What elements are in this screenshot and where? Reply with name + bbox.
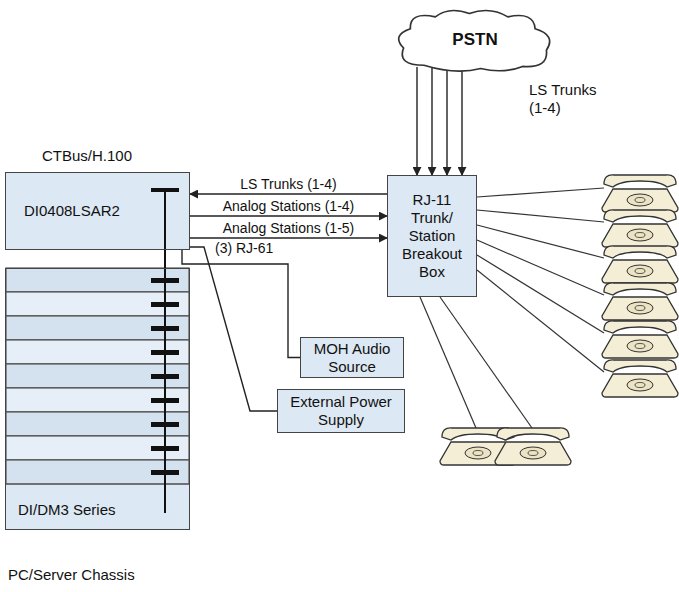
signal-arrow <box>190 194 387 195</box>
chassis-slots <box>5 268 190 484</box>
power-supply-box: External Power Supply <box>277 389 405 433</box>
chassis-fill <box>5 268 190 530</box>
ct-bus-line <box>164 190 166 513</box>
board-fill <box>5 172 190 250</box>
network-cloud: PSTN <box>390 5 560 75</box>
audio-source-box: MOH Audio Source <box>300 337 404 378</box>
chassis-box: DI/DM3 Series <box>5 268 190 530</box>
signal-arrow <box>190 216 387 217</box>
breakout-box: RJ-11 Trunk/ Station Breakout Box <box>387 175 477 297</box>
bus-connector <box>151 188 179 192</box>
cable-line <box>190 247 277 411</box>
cable-line <box>182 250 300 358</box>
cloud-label: PSTN <box>452 31 497 49</box>
box-label: External Power Supply <box>284 393 398 429</box>
box-label: RJ-11 Trunk/ Station Breakout Box <box>394 191 470 281</box>
edge-label: Analog Stations (1-4) <box>221 198 357 214</box>
cable-label: (3) RJ-61 <box>215 240 273 257</box>
box-label: MOH Audio Source <box>307 340 397 376</box>
bus-label: CTBus/H.100 <box>42 147 132 164</box>
signal-arrow <box>417 67 462 175</box>
box-label: DI/DM3 Series <box>18 501 116 519</box>
edge-label: LS Trunks (1-4) <box>527 81 611 117</box>
board-box: DI0408LSAR2 <box>5 172 190 250</box>
chassis-caption: PC/Server Chassis <box>8 566 135 583</box>
edge-label: Analog Stations (1-5) <box>221 220 357 236</box>
signal-arrow <box>190 238 387 239</box>
edge-label: LS Trunks (1-4) <box>238 176 338 192</box>
box-label: DI0408LSAR2 <box>24 202 189 220</box>
